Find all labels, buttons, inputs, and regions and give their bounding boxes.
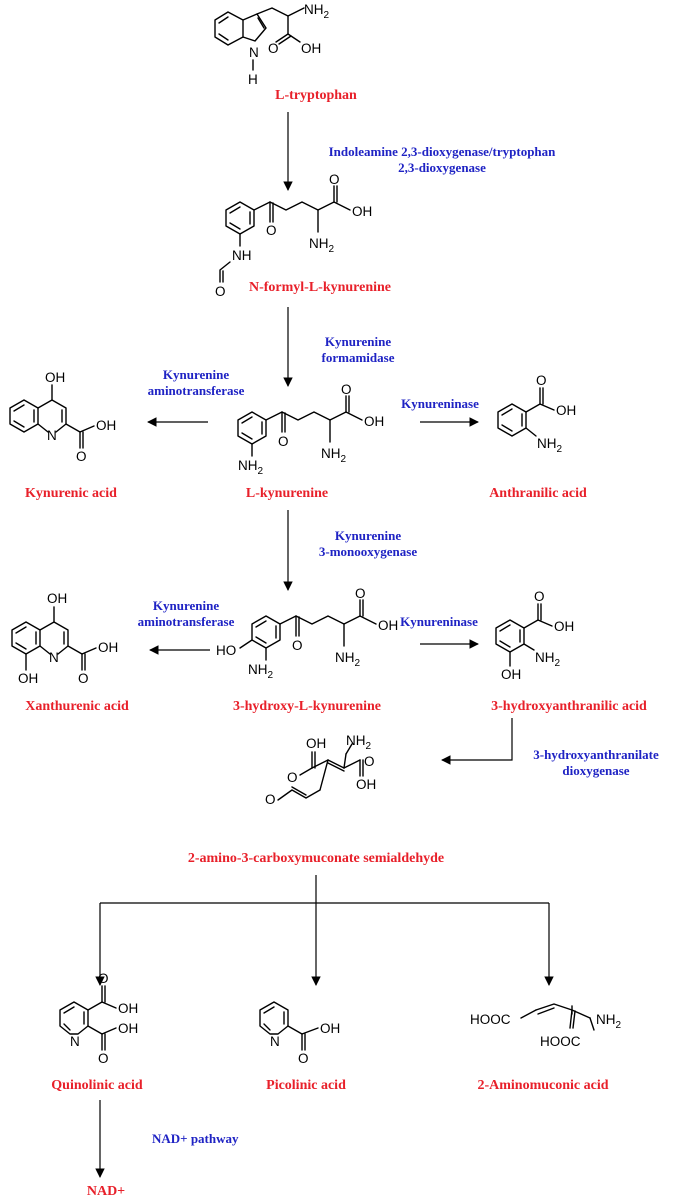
enzyme-kynurenine-formamidase-line2: formamidase bbox=[322, 350, 395, 365]
enzyme-ido-tdo-line1: Indoleamine 2,3-dioxygenase/tryptophan bbox=[329, 144, 557, 159]
picolinic-acid-structure: N OH O bbox=[259, 1001, 340, 1066]
amino-hooc-left: HOOC bbox=[470, 1012, 511, 1027]
enzyme-kat2-line2: aminotransferase bbox=[138, 614, 235, 629]
kyna-o: O bbox=[76, 449, 87, 464]
enzyme-kmo-line2: 3-monooxygenase bbox=[319, 544, 417, 559]
compound-picolinic-acid: Picolinic acid bbox=[266, 1078, 346, 1093]
xa-oh: OH bbox=[98, 640, 118, 655]
tryptophan-structure: NH2 OH O N H bbox=[214, 2, 330, 87]
pic-oh: OH bbox=[320, 1021, 340, 1036]
haa-nh2: NH2 bbox=[535, 650, 561, 669]
acms-oh-bottom: OH bbox=[356, 777, 376, 792]
enzyme-kat1-line2: aminotransferase bbox=[148, 383, 245, 398]
kynurenic-acid-structure: OH N OH O bbox=[9, 370, 116, 464]
3-hydroxy-kynurenine-structure: O OH O NH2 NH2 HO bbox=[216, 586, 398, 681]
enzyme-kynureninase-1: Kynureninase bbox=[401, 396, 479, 411]
compound-quinolinic-acid: Quinolinic acid bbox=[51, 1078, 143, 1093]
enzyme-haao-line1: 3-hydroxyanthranilate bbox=[533, 747, 659, 762]
xa-oh-top: OH bbox=[47, 591, 67, 606]
acms-o-right: O bbox=[364, 754, 375, 769]
kyn-oh: OH bbox=[364, 414, 384, 429]
nfk-o-formyl: O bbox=[215, 284, 226, 299]
trp-nh2-label: NH2 bbox=[304, 2, 330, 21]
compound-acms: 2-amino-3-carboxymuconate semialdehyde bbox=[188, 851, 444, 866]
compound-n-formyl-l-kynurenine: N-formyl-L-kynurenine bbox=[249, 280, 391, 295]
l-kynurenine-structure: O OH O NH2 NH2 bbox=[237, 382, 384, 477]
quin-n: N bbox=[70, 1034, 80, 1049]
enzyme-haao-line2: dioxygenase bbox=[562, 763, 629, 778]
trp-o-label: O bbox=[268, 41, 279, 56]
kyn-o-top: O bbox=[341, 382, 352, 397]
enzyme-ido-tdo-line2: 2,3-dioxygenase bbox=[398, 160, 486, 175]
hk-o-top: O bbox=[355, 586, 366, 601]
kyn-nh2-alpha: NH2 bbox=[321, 446, 347, 465]
quinolinic-acid-structure: O OH N OH O bbox=[59, 971, 138, 1066]
compound-kynurenic-acid: Kynurenic acid bbox=[25, 486, 117, 501]
acms-o-left: O bbox=[287, 770, 298, 785]
quin-oh-bottom: OH bbox=[118, 1021, 138, 1036]
nfk-nh2: NH2 bbox=[309, 236, 335, 255]
haa-oh: OH bbox=[554, 619, 574, 634]
nfk-nh: NH bbox=[232, 248, 252, 263]
xa-oh-ring: OH bbox=[18, 671, 38, 686]
hk-ho: HO bbox=[216, 643, 236, 658]
enzyme-kynurenine-formamidase-line1: Kynurenine bbox=[325, 334, 391, 349]
haa-o: O bbox=[534, 589, 545, 604]
pic-n: N bbox=[270, 1034, 280, 1049]
compound-2-aminomuconic-acid: 2-Aminomuconic acid bbox=[477, 1078, 608, 1093]
quin-o-bottom: O bbox=[98, 1051, 109, 1066]
hk-nh2-alpha: NH2 bbox=[335, 650, 361, 669]
anth-oh: OH bbox=[556, 403, 576, 418]
amino-hooc-bottom: HOOC bbox=[540, 1034, 581, 1049]
kyn-o-keto: O bbox=[278, 434, 289, 449]
xa-n: N bbox=[49, 650, 59, 665]
pic-o: O bbox=[298, 1051, 309, 1066]
compound-anthranilic-acid: Anthranilic acid bbox=[489, 486, 587, 501]
amino-nh2: NH2 bbox=[596, 1012, 622, 1031]
nfk-oh: OH bbox=[352, 204, 372, 219]
hk-o-keto: O bbox=[292, 638, 303, 653]
enzyme-kmo-line1: Kynurenine bbox=[335, 528, 401, 543]
hk-nh2-aryl: NH2 bbox=[248, 662, 274, 681]
acms-oh-top: OH bbox=[306, 736, 326, 751]
quin-oh-top: OH bbox=[118, 1001, 138, 1016]
kyna-oh: OH bbox=[96, 418, 116, 433]
acms-structure: OH O NH2 O OH O bbox=[265, 733, 376, 807]
haa-oh-ring: OH bbox=[501, 667, 521, 682]
trp-oh-label: OH bbox=[301, 41, 321, 56]
kyn-nh2-aryl: NH2 bbox=[238, 458, 264, 477]
compound-l-kynurenine: L-kynurenine bbox=[246, 486, 328, 501]
enzyme-kat2-line1: Kynurenine bbox=[153, 598, 219, 613]
enzyme-kat1-line1: Kynurenine bbox=[163, 367, 229, 382]
nfk-o-top: O bbox=[329, 172, 340, 187]
compound-3-hydroxyanthranilic-acid: 3-hydroxyanthranilic acid bbox=[491, 699, 647, 714]
hk-oh: OH bbox=[378, 618, 398, 633]
2-aminomuconic-acid-structure: HOOC NH2 HOOC bbox=[470, 1003, 622, 1049]
quin-o-top: O bbox=[98, 971, 109, 986]
nad-pathway-label: NAD+ pathway bbox=[152, 1131, 239, 1146]
3-hydroxyanthranilic-acid-structure: O OH NH2 OH bbox=[495, 589, 574, 682]
acms-nh2: NH2 bbox=[346, 733, 372, 752]
nfk-o-keto: O bbox=[266, 223, 277, 238]
compound-3-hydroxy-l-kynurenine: 3-hydroxy-L-kynurenine bbox=[233, 699, 381, 714]
compound-l-tryptophan: L-tryptophan bbox=[275, 88, 357, 103]
compound-xanthurenic-acid: Xanthurenic acid bbox=[25, 699, 129, 714]
trp-h-label: H bbox=[248, 72, 258, 87]
kyna-oh-top: OH bbox=[45, 370, 65, 385]
trp-n-label: N bbox=[249, 45, 259, 60]
anth-nh2: NH2 bbox=[537, 436, 563, 455]
compound-nad: NAD+ bbox=[87, 1184, 125, 1199]
kyna-n: N bbox=[47, 428, 57, 443]
xanthurenic-acid-structure: OH N OH O OH bbox=[11, 591, 118, 686]
n-formyl-kynurenine-structure: O OH O NH2 NH O bbox=[215, 172, 372, 299]
anthranilic-acid-structure: O OH NH2 bbox=[497, 373, 576, 455]
acms-o-aldehyde: O bbox=[265, 792, 276, 807]
enzyme-kynureninase-2: Kynureninase bbox=[400, 614, 478, 629]
xa-o: O bbox=[78, 671, 89, 686]
anth-o: O bbox=[536, 373, 547, 388]
